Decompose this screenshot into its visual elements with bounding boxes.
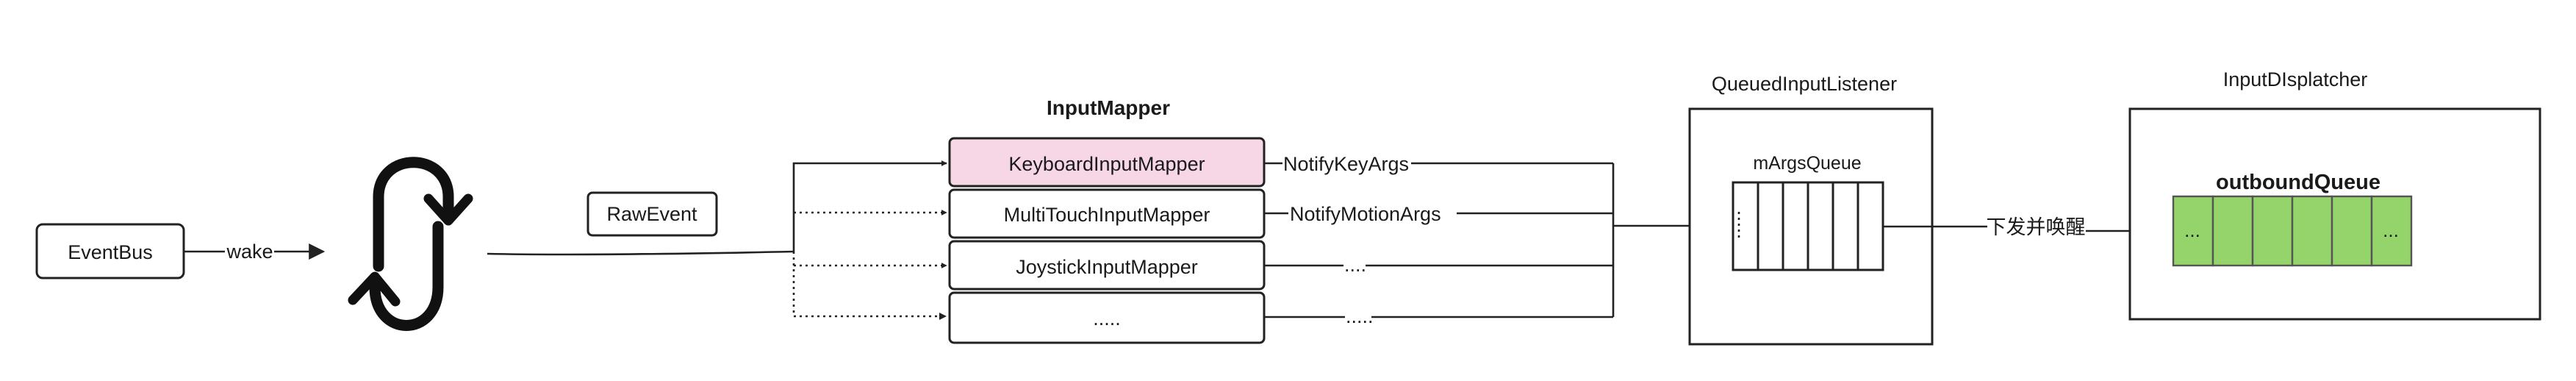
raw-event-node: RawEvent: [586, 191, 718, 237]
keyboard-input-mapper-box: [948, 137, 1266, 188]
raw-event-label: RawEvent: [606, 203, 697, 225]
outbound-queue: [2172, 195, 2413, 267]
raw-event-box: [586, 191, 718, 237]
raw-event-flow: [487, 160, 947, 320]
input-mapper-group: InputMapper KeyboardInputMapper MultiTou…: [948, 96, 1266, 344]
keyboard-input-mapper-label: KeyboardInputMapper: [1008, 153, 1205, 175]
loop-icon: [348, 157, 473, 331]
outbound-cell-first-label: ...: [2184, 219, 2200, 241]
args-queue-cell: [1782, 181, 1809, 271]
more-input-mapper-label: .....: [1093, 307, 1121, 330]
args-queue-cell: [1831, 181, 1859, 271]
branch-more-arrowhead: [939, 313, 947, 320]
outbound-queue-title: outboundQueue: [2216, 171, 2381, 194]
wake-label: wake: [226, 241, 273, 263]
args-queue-cell: [1757, 181, 1784, 271]
args-queue-title: mArgsQueue: [1753, 153, 1861, 174]
notify-key-args-label: NotifyKeyArgs: [1283, 153, 1409, 175]
args-queue-cell: [1856, 181, 1884, 271]
notify-joystick-label: ....: [1344, 254, 1366, 276]
notify-motion-args-label: NotifyMotionArgs: [1290, 203, 1441, 225]
wake-edge: wake: [184, 241, 326, 263]
queued-input-listener-title: QueuedInputListener: [1712, 73, 1897, 95]
queued-input-listener: QueuedInputListener mArgsQueue: [1688, 73, 1934, 346]
raw-event-line: [487, 250, 794, 256]
input-dispatcher: InputDIsplatcher outboundQueue ... ...: [2128, 68, 2541, 321]
outbound-queue-cell: [2331, 195, 2373, 267]
args-queue-cell: [1807, 181, 1834, 271]
args-queue-cell: [1732, 181, 1759, 271]
branch-keyboard: [792, 160, 947, 252]
outbound-queue-cell: [2251, 195, 2294, 267]
dispatch-label: 下发并唤醒: [1987, 216, 2086, 238]
outbound-queue-cell: [2172, 195, 2214, 267]
event-bus-label: EventBus: [68, 241, 153, 263]
args-queue: [1732, 181, 1884, 271]
outbound-queue-cell: [2211, 195, 2254, 267]
event-bus-node: EventBus: [35, 223, 185, 279]
branch-joystick-trunk: [792, 252, 947, 318]
notify-connectors: NotifyKeyArgs NotifyMotionArgs .... ....…: [1264, 153, 1734, 327]
outbound-queue-cell: [2291, 195, 2333, 267]
notify-more-label: .....: [1346, 305, 1374, 327]
joystick-input-mapper-label: JoystickInputMapper: [1016, 256, 1198, 278]
multitouch-input-mapper-label: MultiTouchInputMapper: [1004, 204, 1210, 226]
input-mapper-title: InputMapper: [1047, 96, 1170, 119]
outbound-cell-last-label: ...: [2383, 219, 2399, 241]
outbound-queue-cell: [2370, 195, 2413, 267]
input-dispatcher-title: InputDIsplatcher: [2223, 68, 2368, 90]
